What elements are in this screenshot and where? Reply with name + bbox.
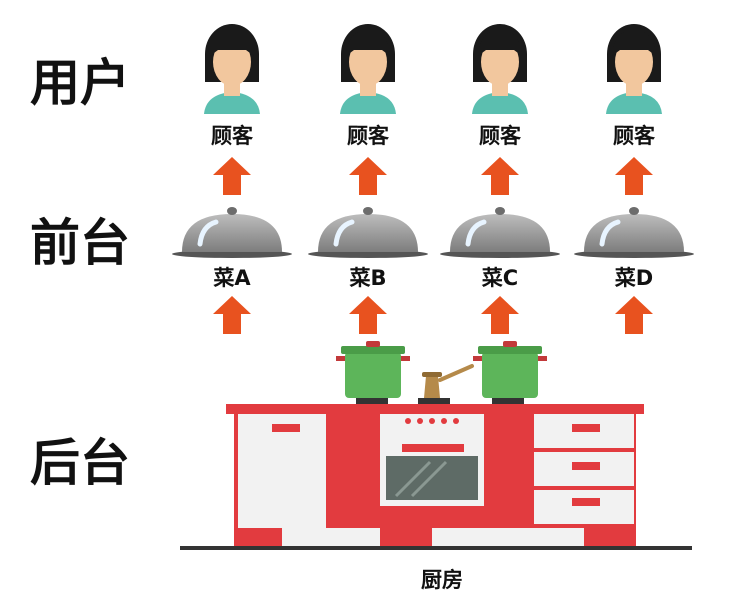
customer-label-2: 顾客 [347,124,389,148]
customer-avatar-3 [472,24,528,114]
kitchen-illustration [180,341,692,550]
drawer-3 [534,490,634,524]
cloche-icon-1 [172,207,292,258]
customer-avatar-2 [340,24,396,114]
dish-label-d: 菜D [614,266,654,290]
customer-avatar-4 [606,24,662,114]
cloche-icon-4 [574,207,694,258]
dish-label-a: 菜A [213,266,251,290]
tier-label-back: 后台 [30,434,130,492]
arrow-up-top-3 [481,157,519,195]
arrow-up-bottom-1 [213,296,251,334]
arrow-up-bottom-2 [349,296,387,334]
left-cabinet-handle [272,424,300,432]
arrow-up-top-4 [615,157,653,195]
customer-label-3: 顾客 [479,124,521,148]
customer-avatar-1 [204,24,260,114]
arrow-up-bottom-4 [615,296,653,334]
arrow-up-bottom-3 [481,296,519,334]
tier-label-front: 前台 [30,214,130,272]
oven-handle [402,444,464,452]
arrow-up-top-2 [349,157,387,195]
counter-top [226,404,644,414]
pot-left [336,341,410,398]
dish-label-c: 菜C [481,266,519,290]
tier-label-user: 用户 [30,54,130,112]
arrow-up-top-1 [213,157,251,195]
pot-right [473,341,547,398]
cloche-icon-2 [308,207,428,258]
kitchen-label: 厨房 [421,568,463,592]
cloche-icon-3 [440,207,560,258]
customer-label-4: 顾客 [613,124,655,148]
dish-label-b: 菜B [349,266,387,290]
left-cabinet [238,414,326,528]
customer-label-1: 顾客 [211,124,253,148]
coffee-pot [422,364,474,398]
